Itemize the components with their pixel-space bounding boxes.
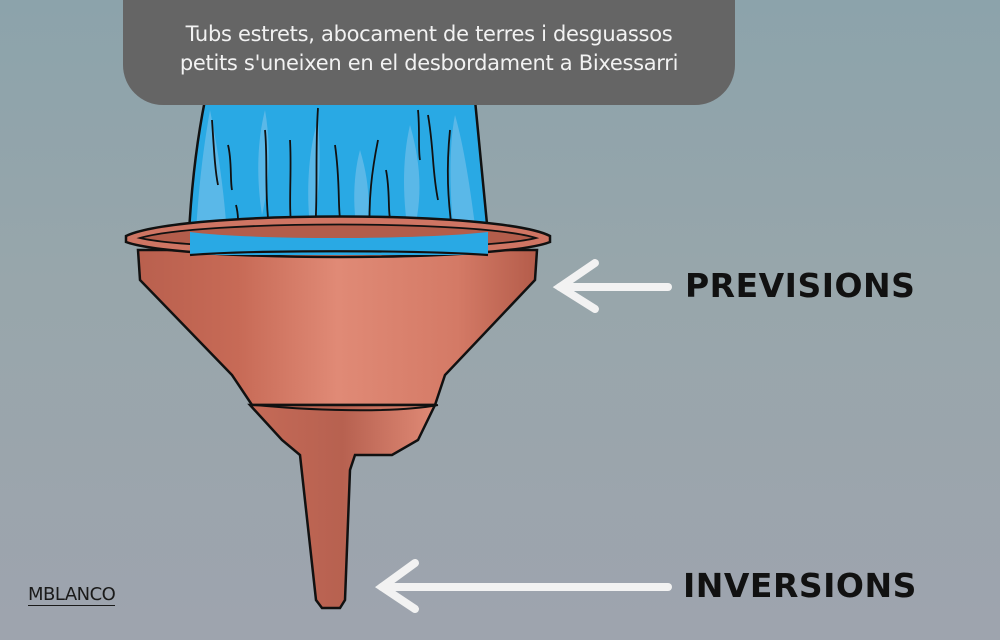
arrow-inversions-icon: [375, 559, 672, 613]
arrow-previsions-icon: [552, 259, 672, 313]
headline-banner: Tubs estrets, abocament de terres i desg…: [123, 0, 735, 105]
headline-line-2: petits s'uneixen en el desbordament a Bi…: [179, 51, 679, 75]
funnel: [124, 215, 552, 610]
artist-signature: MBLANCO: [28, 584, 116, 606]
label-inversions: INVERSIONS: [683, 566, 917, 605]
label-previsions: PREVISIONS: [685, 266, 916, 305]
headline-line-1: Tubs estrets, abocament de terres i desg…: [185, 22, 673, 46]
